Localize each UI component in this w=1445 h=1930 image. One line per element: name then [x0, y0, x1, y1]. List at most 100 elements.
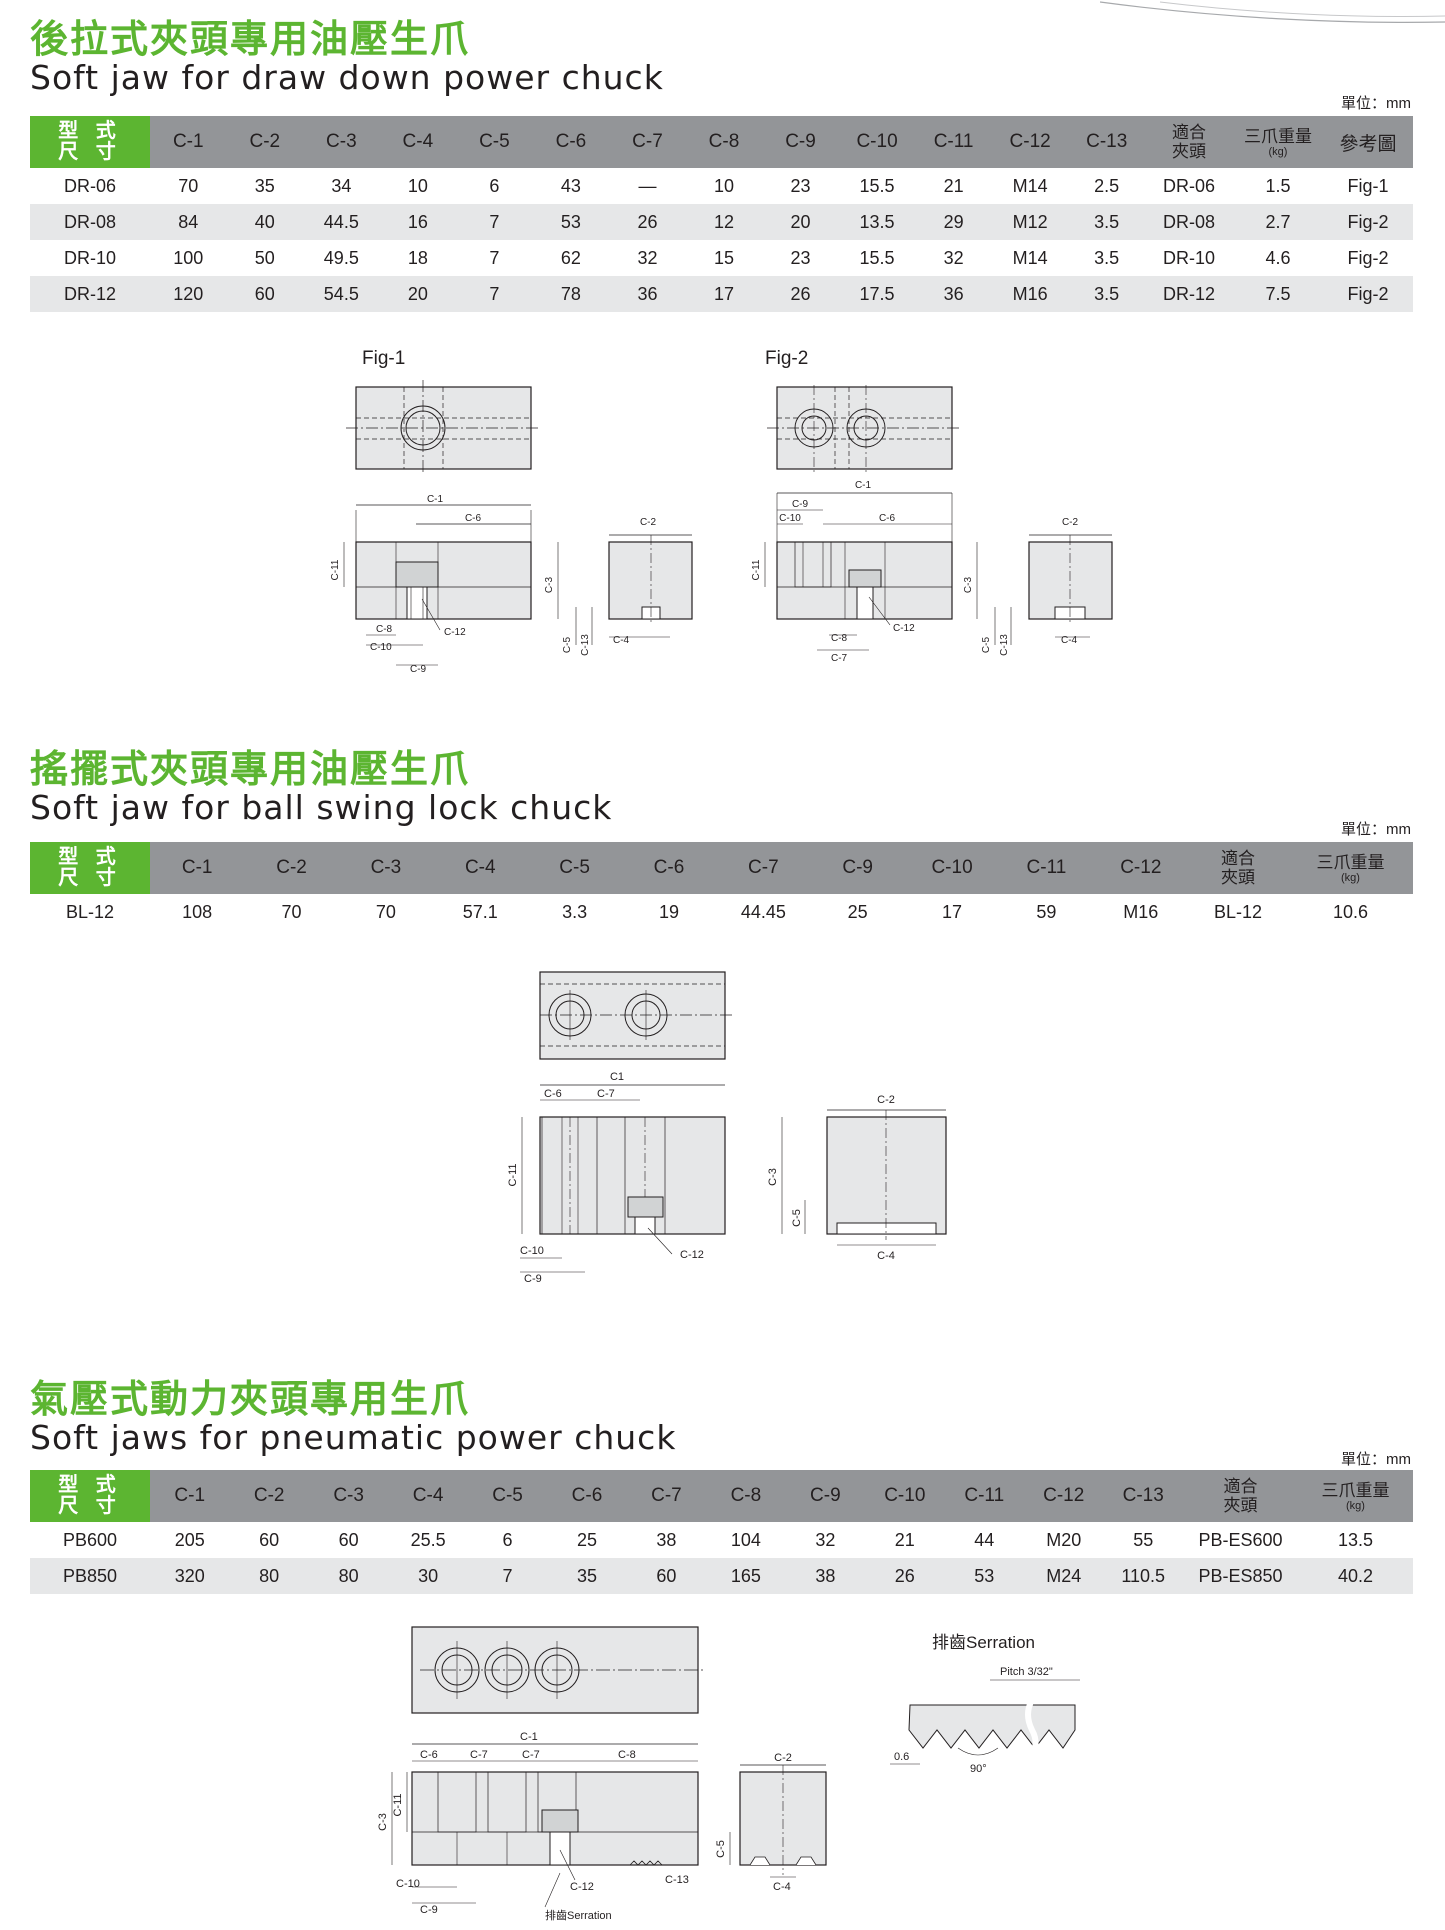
table-cell: 15	[713, 247, 734, 268]
svg-text:C-1: C-1	[520, 1731, 538, 1743]
header-col: C-1	[150, 842, 245, 894]
header-col: C-2	[226, 116, 304, 168]
table-cell: 104	[730, 1529, 761, 1550]
header-model: 型 式尺 寸	[30, 842, 150, 894]
header-col: C-1	[150, 116, 227, 168]
svg-text:C-4: C-4	[613, 635, 630, 646]
section-ball-swing: 搖擺式夾頭專用油壓生爪 Soft jaw for ball swing lock…	[0, 730, 1445, 1330]
header-weight: 三爪重量(kg)	[1288, 842, 1413, 894]
table-cell: 80	[308, 1558, 389, 1594]
table-cell: 60	[338, 1529, 359, 1550]
table-cell: 10	[713, 175, 734, 196]
table-cell: 19	[658, 901, 679, 922]
table-cell: M14	[1012, 247, 1048, 268]
table-cell: 108	[182, 901, 213, 922]
table-header-row: 型 式尺 寸 C-1 C-2 C-3 C-4 C-5 C-6 C-7 C-9 C…	[30, 842, 1413, 894]
svg-text:C-6: C-6	[465, 513, 482, 524]
header-fit-line2: 夾頭	[1223, 1496, 1258, 1515]
header-col: C-12	[1093, 842, 1188, 894]
header-col: C-11	[944, 1470, 1024, 1522]
table-cell: 44.45	[740, 901, 786, 922]
section-pneumatic: 氣壓式動力夾頭專用生爪 Soft jaws for pneumatic powe…	[0, 1360, 1445, 1930]
table-cell: 44.5	[303, 204, 380, 240]
header-col: C-10	[838, 116, 916, 168]
header-model: 型 式尺 寸	[30, 1470, 150, 1522]
section-title-en: Soft jaw for draw down power chuck	[30, 58, 664, 97]
table-cell: 54.5	[303, 276, 380, 312]
header-weight-label: 三爪重量	[1316, 852, 1385, 872]
units-label: 單位：mm	[1341, 1451, 1411, 1468]
svg-text:C-7: C-7	[470, 1749, 488, 1761]
table-cell: M24	[1023, 1558, 1104, 1594]
header-model-line2: 尺 寸	[58, 867, 122, 889]
header-weight-unit: (kg)	[1268, 145, 1288, 158]
table-cell: PB-ES600	[1198, 1529, 1283, 1550]
header-col: C-12	[991, 116, 1069, 168]
model-cell: DR-10	[63, 247, 116, 268]
table-cell: M20	[1046, 1529, 1082, 1550]
svg-text:C1: C1	[610, 1071, 624, 1083]
table-cell: 26	[609, 204, 686, 240]
header-col: C-4	[379, 116, 457, 168]
table-cell: 16	[379, 204, 457, 240]
model-cell: DR-08	[30, 204, 150, 240]
table-cell: Fig-1	[1347, 175, 1389, 196]
table-cell: 50	[254, 247, 275, 268]
header-model-line1: 型 式	[58, 1474, 122, 1496]
table-cell: 10	[407, 175, 428, 196]
svg-text:C-4: C-4	[1061, 635, 1078, 646]
header-col: C-11	[999, 842, 1094, 894]
table-cell: 80	[229, 1558, 309, 1594]
table-cell: 43	[560, 175, 581, 196]
svg-text:C-2: C-2	[640, 517, 657, 528]
table-cell: 3.5	[1068, 276, 1145, 312]
svg-text:C-6: C-6	[879, 513, 896, 524]
svg-text:C-12: C-12	[444, 627, 466, 638]
table-cell: 60	[259, 1529, 280, 1550]
header-fit-line2: 夾頭	[1221, 868, 1255, 887]
fig1-drawing: Fig-1 C-1 C-6 C-11 C-12 C-8 C-10	[330, 348, 693, 675]
table-cell: 17.5	[838, 276, 916, 312]
table-cell: 17	[942, 901, 963, 922]
header-col: C-8	[706, 1470, 786, 1522]
svg-text:C-11: C-11	[330, 559, 341, 580]
header-col: C-12	[1023, 1470, 1104, 1522]
table-cell: 34	[331, 175, 352, 196]
table-cell: 7	[456, 276, 533, 312]
table-cell: 21	[894, 1529, 915, 1550]
pneumatic-drawing: C-1 C-6 C-7 C-7 C-8 C-3 C-11 C-12 C-13 C…	[377, 1626, 827, 1922]
table-cell: 7	[456, 204, 533, 240]
header-col: C-10	[904, 842, 1000, 894]
table-cell: 57.1	[462, 901, 498, 922]
table-cell: 18	[407, 247, 428, 268]
table-cell: 6	[502, 1529, 513, 1550]
table-cell: M12	[991, 204, 1069, 240]
svg-text:C-10: C-10	[396, 1878, 420, 1890]
header-col: C-13	[1103, 1470, 1183, 1522]
table-cell: 30	[388, 1558, 468, 1594]
table-cell: 23	[790, 175, 811, 196]
header-weight: 三爪重量(kg)	[1233, 116, 1323, 168]
table-cell: 165	[706, 1558, 786, 1594]
model-cell: PB850	[30, 1558, 150, 1594]
table-cell: 60	[626, 1558, 707, 1594]
header-fit-line2: 夾頭	[1172, 142, 1206, 161]
table-cell: 70	[281, 901, 302, 922]
header-weight-unit: (kg)	[1346, 1499, 1365, 1512]
model-cell: DR-06	[63, 175, 116, 196]
header-fit-chuck: 適合夾頭	[1145, 116, 1233, 168]
table-header-row: 型 式尺 寸 C-1 C-2 C-3 C-4 C-5 C-6 C-7 C-8 C…	[30, 116, 1413, 168]
svg-text:C-8: C-8	[618, 1749, 636, 1761]
table-cell: 2.7	[1233, 204, 1323, 240]
svg-text:C-5: C-5	[981, 637, 992, 654]
serration-title: 排齒Serration	[932, 1633, 1035, 1652]
model-cell: PB600	[62, 1529, 118, 1550]
table-cell: 3.5	[1068, 204, 1145, 240]
svg-text:C-12: C-12	[570, 1881, 594, 1893]
